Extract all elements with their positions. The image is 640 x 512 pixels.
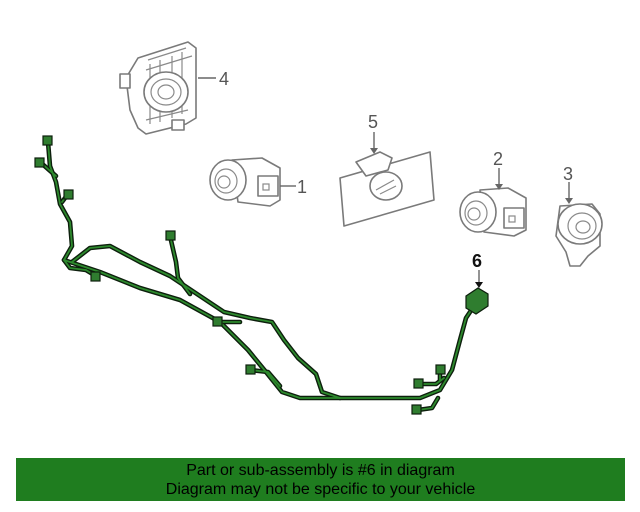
part-6-wiring-harness[interactable] (34, 135, 489, 415)
connector-plug (42, 135, 53, 146)
connector-plug (435, 364, 446, 375)
connector-plug (34, 157, 45, 168)
connector-plug (245, 364, 256, 375)
connector-plug (63, 189, 74, 200)
part-4-bracket[interactable] (119, 41, 197, 135)
callout-5: 5 (368, 112, 378, 132)
banner-line-1: Part or sub-assembly is #6 in diagram (186, 462, 455, 479)
connector-plug (411, 404, 422, 415)
connector-plug (165, 230, 176, 241)
part-1-sensor[interactable] (209, 157, 281, 207)
arrow-3 (565, 198, 573, 204)
callout-3: 3 (563, 164, 573, 184)
connector-plug (212, 316, 223, 327)
callout-2: 2 (493, 149, 503, 169)
part-2-sensor[interactable] (459, 187, 527, 237)
banner-line-2: Diagram may not be specific to your vehi… (165, 481, 476, 498)
part-3-sensor[interactable] (555, 203, 603, 267)
callout-4: 4 (219, 69, 229, 89)
connector-plug (90, 271, 101, 282)
info-banner: Part or sub-assembly is #6 in diagram Di… (16, 458, 625, 501)
arrow-5 (370, 148, 378, 154)
main-connector (465, 287, 489, 315)
arrow-2 (495, 184, 503, 190)
callout-6: 6 (472, 251, 482, 271)
connector-plug (413, 378, 424, 389)
arrow-6 (475, 282, 483, 288)
callout-1: 1 (297, 177, 307, 197)
part-5-holder[interactable] (339, 151, 435, 227)
